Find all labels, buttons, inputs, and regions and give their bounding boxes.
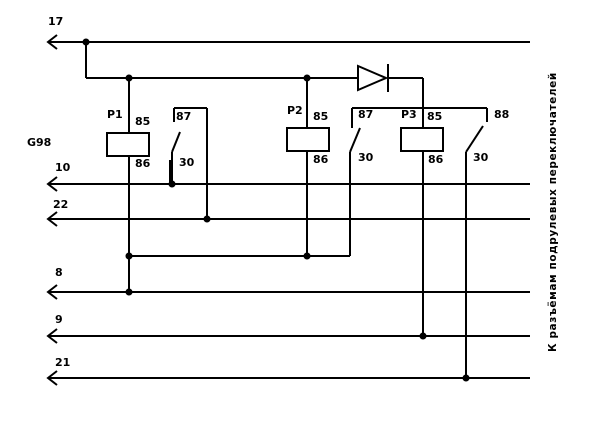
- relay-p2-switch-open: [349, 127, 361, 153]
- relay-p3-name: P3: [401, 108, 417, 121]
- relay-p1-pin-30: 30: [179, 156, 195, 169]
- relay-p1-pin-87: 87: [176, 110, 191, 123]
- relay-p3-pin-88: 88: [494, 108, 509, 121]
- relay-p1-pin-85: 85: [135, 115, 150, 128]
- relay-p1: [106, 78, 211, 296]
- relay-p1-pin-86: 86: [135, 157, 151, 170]
- relay-p1-switch-open: [171, 131, 181, 153]
- line-label-10: 10: [55, 161, 71, 174]
- line-label-22: 22: [53, 198, 68, 211]
- relay-p2-coil: [286, 127, 330, 152]
- line-label-21: 21: [55, 356, 70, 369]
- relay-p3-pin-85: 85: [427, 110, 442, 123]
- relay-p1-name: P1: [107, 108, 123, 121]
- line-label-17: 17: [48, 15, 63, 28]
- relay-p2-pin-85: 85: [313, 110, 328, 123]
- line-label-8: 8: [55, 266, 63, 279]
- relay-p1-coil: [106, 132, 150, 157]
- bus-line-9: [46, 328, 530, 344]
- relay-p3-switch-open: [465, 125, 484, 153]
- side-caption: К разъёмам подрулевых переключателей: [547, 72, 559, 352]
- bus-line-22: [46, 211, 530, 227]
- relay-p2-pin-87: 87: [358, 108, 373, 121]
- circuit-id-label: G98: [27, 136, 51, 149]
- relay-p2-name: P2: [287, 104, 303, 117]
- relay-p2-pin-30: 30: [358, 151, 374, 164]
- bus-line-17: [46, 34, 530, 82]
- relay-p3-pin-86: 86: [428, 153, 444, 166]
- relay-p3-coil: [400, 127, 444, 152]
- diode: [357, 64, 389, 92]
- bus-line-21: [46, 370, 530, 386]
- relay-p2: [286, 78, 423, 260]
- relay-p3: [400, 78, 488, 382]
- line-label-9: 9: [55, 313, 63, 326]
- relay-p3-pin-30: 30: [473, 151, 489, 164]
- bus-line-10: [46, 176, 530, 192]
- bus-line-8: [46, 284, 530, 300]
- relay-p2-pin-86: 86: [313, 153, 329, 166]
